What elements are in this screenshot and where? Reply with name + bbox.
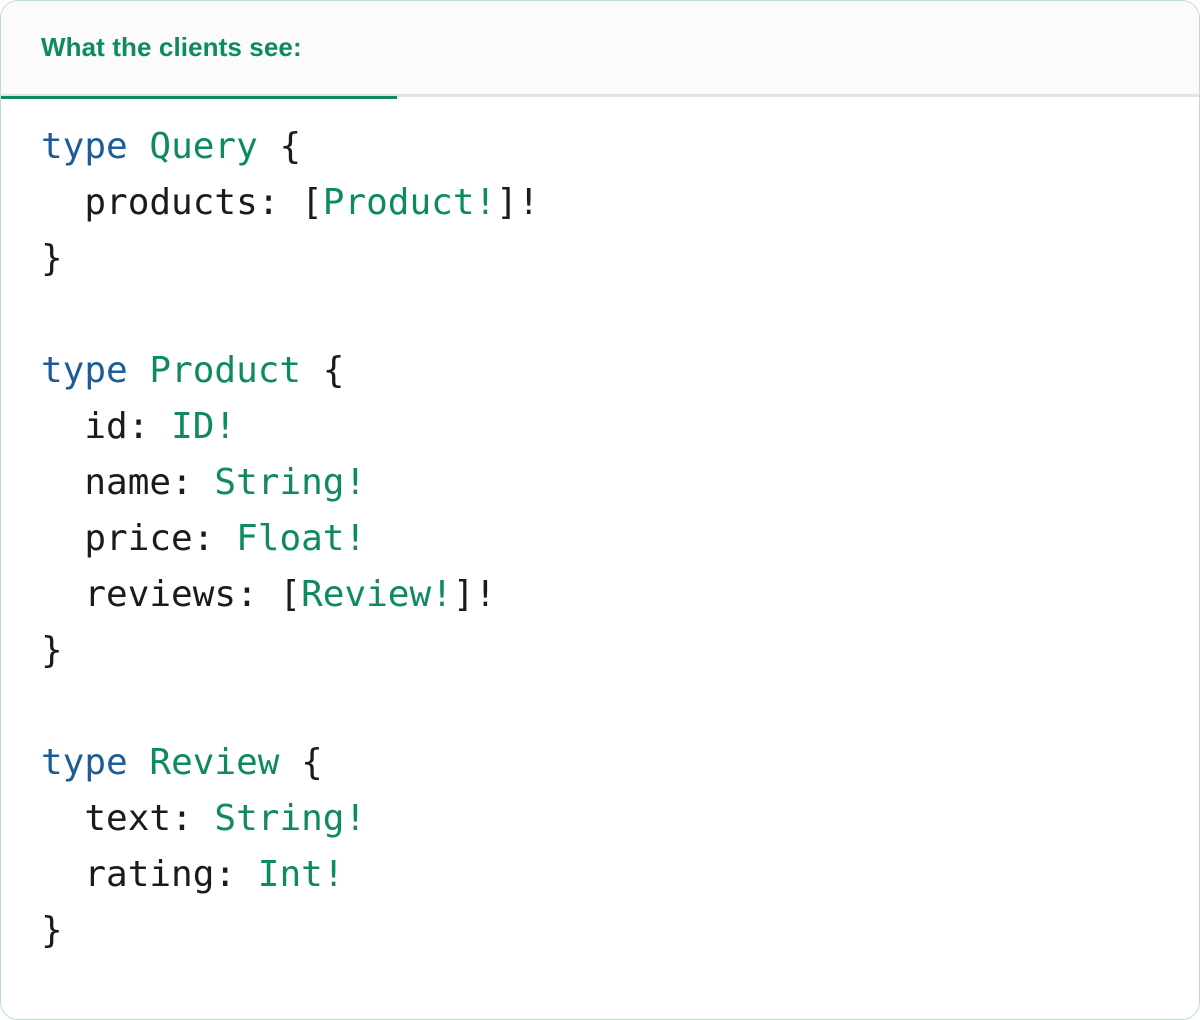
code-token-punc: ]!: [452, 574, 497, 615]
code-token-type: Product: [149, 350, 302, 391]
code-line: price: Float!: [41, 511, 1159, 567]
code-token-type: Product!: [322, 182, 497, 223]
code-token-punc: [41, 182, 84, 223]
code-line: type Product {: [41, 343, 1159, 399]
code-token-type: Float!: [236, 518, 367, 559]
code-token-punc: [128, 126, 150, 167]
code-token-type: Review!: [301, 574, 453, 615]
code-token-type: ID!: [171, 406, 237, 447]
code-line: products: [Product!]!: [41, 175, 1159, 231]
code-token-punc: }: [41, 630, 63, 671]
code-line: [41, 679, 1159, 735]
code-line: text: String!: [41, 791, 1159, 847]
code-line: name: String!: [41, 455, 1159, 511]
code-token-punc: [41, 462, 84, 503]
code-token-punc: {: [279, 742, 323, 783]
code-token-type: Int!: [257, 854, 345, 895]
tab-what-the-clients-see[interactable]: What the clients see:: [1, 1, 397, 99]
code-token-punc: {: [257, 126, 302, 167]
code-token-punc: [41, 518, 84, 559]
code-line: }: [41, 903, 1159, 959]
code-token-punc: : [: [257, 182, 323, 223]
code-token-punc: {: [301, 350, 345, 391]
code-line: rating: Int!: [41, 847, 1159, 903]
code-token-punc: [41, 574, 84, 615]
code-token-punc: }: [41, 238, 63, 279]
code-token-punc: :: [127, 406, 172, 447]
tab-label: What the clients see:: [41, 32, 302, 62]
code-token-punc: [41, 406, 84, 447]
code-token-field: price: [84, 518, 193, 559]
code-token-field: text: [84, 798, 172, 839]
code-token-kw: type: [41, 742, 128, 783]
code-token-punc: :: [214, 854, 258, 895]
card-header: What the clients see:: [1, 1, 1199, 99]
code-token-punc: ]!: [496, 182, 540, 223]
code-token-field: reviews: [84, 574, 237, 615]
code-token-punc: :: [171, 462, 215, 503]
code-line: id: ID!: [41, 399, 1159, 455]
code-token-field: name: [84, 462, 172, 503]
code-line: }: [41, 231, 1159, 287]
code-token-type: String!: [214, 798, 367, 839]
code-body: type Query { products: [Product!]!}type …: [1, 97, 1199, 1019]
code-token-field: id: [84, 406, 128, 447]
code-token-punc: : [: [236, 574, 302, 615]
graphql-schema-code[interactable]: type Query { products: [Product!]!}type …: [41, 119, 1159, 959]
code-token-kw: type: [41, 350, 128, 391]
code-token-punc: :: [171, 798, 215, 839]
code-token-punc: :: [192, 518, 237, 559]
code-line: type Review {: [41, 735, 1159, 791]
code-line: [41, 287, 1159, 343]
code-token-type: String!: [214, 462, 367, 503]
code-line: }: [41, 623, 1159, 679]
code-token-field: products: [84, 182, 258, 223]
code-token-type: Review: [149, 742, 280, 783]
code-line: reviews: [Review!]!: [41, 567, 1159, 623]
code-token-punc: }: [41, 910, 63, 951]
code-token-field: rating: [84, 854, 215, 895]
code-token-punc: [41, 854, 84, 895]
code-token-kw: type: [41, 126, 128, 167]
code-token-punc: [41, 798, 84, 839]
code-token-punc: [128, 350, 150, 391]
code-token-type: Query: [149, 126, 258, 167]
code-token-punc: [128, 742, 150, 783]
code-line: type Query {: [41, 119, 1159, 175]
